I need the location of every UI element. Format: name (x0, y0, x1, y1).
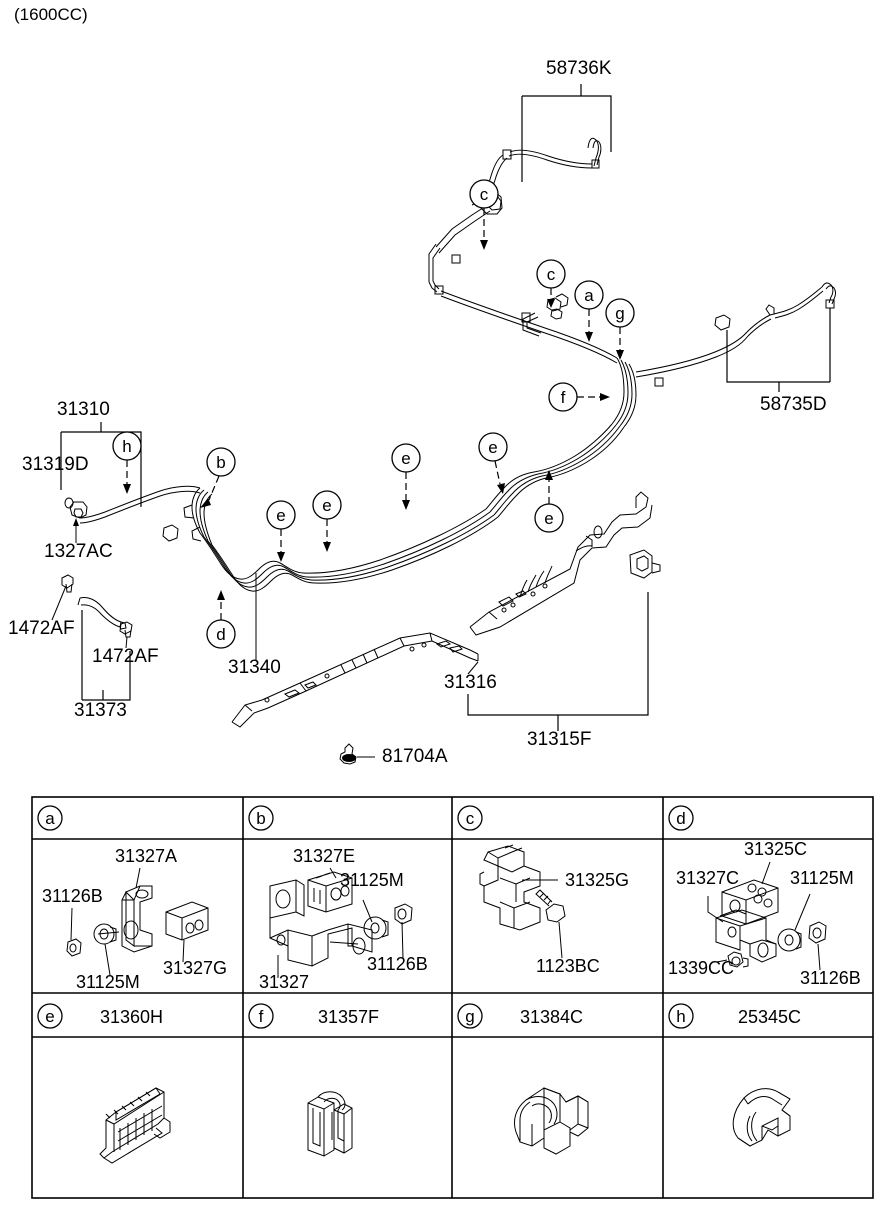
part-label-31327: 31327 (259, 972, 309, 992)
callout-label-e: e (401, 449, 410, 468)
part-label-1123bc: 1123BC (536, 956, 600, 976)
engine-spec-title: (1600CC) (14, 5, 88, 24)
part-label-31125m-a: 31125M (76, 972, 140, 992)
group-31373-bracket (81, 610, 131, 701)
group-31310-bracket (60, 422, 142, 507)
callout-label-c: c (480, 185, 489, 204)
group-58736k (428, 84, 612, 295)
part-label-31126b-d: 31126B (800, 968, 861, 988)
part-label-31310: 31310 (57, 399, 110, 420)
cell-c-labels: 31325G 1123BC (536, 870, 629, 976)
part-label-31319d: 31319D (22, 454, 89, 475)
cell-key-f: f (259, 1007, 264, 1026)
part-label-31316: 31316 (444, 672, 497, 693)
table-cell-b-header: b (248, 805, 274, 831)
callout-label-e: e (544, 509, 553, 528)
detail-table: a b c d (31, 796, 874, 1199)
cell-key-c: c (466, 809, 475, 828)
table-cell-c-header: c (457, 805, 483, 831)
part-label-31357f: 31357F (318, 1007, 379, 1027)
main-part-labels: 58736K 58735D 31310 31319D 1327AC 1472AF… (8, 58, 827, 767)
table-cell-d-header: d (668, 805, 694, 831)
part-label-58736k: 58736K (546, 58, 612, 79)
cell-key-g: g (465, 1007, 474, 1026)
cell-a-illustration (66, 867, 209, 976)
cell-a-labels: 31327A 31126B 31125M 31327G (42, 846, 227, 992)
callout-label-e: e (322, 496, 331, 515)
part-label-31327c: 31327C (676, 868, 739, 888)
part-label-31327a: 31327A (115, 846, 177, 866)
part-label-1472af-lower: 1472AF (92, 646, 159, 667)
part-label-31325c: 31325C (744, 839, 807, 859)
part-label-1472af-upper: 1472AF (8, 618, 75, 639)
part-label-31325g: 31325G (565, 870, 629, 890)
table-cell-e-header: e 31360H (37, 1003, 163, 1029)
part-label-1339cc: 1339CC (668, 958, 734, 978)
callout-label-g: g (615, 304, 624, 323)
cell-d-illustration (707, 861, 827, 971)
cell-key-h: h (676, 1007, 685, 1026)
cell-key-a: a (45, 809, 55, 828)
callout-label-h: h (122, 437, 131, 456)
part-label-31340: 31340 (228, 657, 281, 678)
table-cell-g-header: g 31384C (457, 1003, 583, 1029)
part-label-31125m-b: 31125M (340, 870, 404, 890)
group-crossmembers (231, 491, 661, 765)
cell-c-illustration (479, 844, 566, 959)
part-label-58735d: 58735D (760, 394, 827, 415)
cell-b-labels: 31327E 31125M 31327 31126B (259, 846, 428, 992)
group-main-fuel-lines (61, 290, 749, 638)
part-label-31373: 31373 (74, 700, 127, 721)
table-cell-h-header: h 25345C (668, 1003, 801, 1029)
cell-key-e: e (45, 1007, 54, 1026)
part-label-31315f: 31315F (527, 729, 591, 750)
callout-label-a: a (584, 286, 594, 305)
cell-h-illustration (732, 1088, 791, 1147)
cell-b-illustration (269, 867, 413, 978)
part-label-31384c: 31384C (520, 1007, 583, 1027)
callout-label-c: c (547, 265, 556, 284)
part-label-31327e: 31327E (293, 846, 355, 866)
callout-label-b: b (216, 453, 225, 472)
table-cell-f-header: f 31357F (248, 1003, 379, 1029)
table-cell-a-header: a (37, 805, 63, 831)
part-label-31126b-b: 31126B (367, 954, 428, 974)
part-label-1327ac: 1327AC (44, 541, 113, 562)
part-label-31126b-a: 31126B (42, 886, 103, 906)
cell-d-labels: 31325C 31327C 31125M 1339CC 31126B (668, 839, 861, 988)
part-label-81704a: 81704A (382, 746, 448, 767)
callout-label-e: e (276, 506, 285, 525)
part-label-31125m-d: 31125M (790, 868, 854, 888)
leader-lines (51, 518, 649, 758)
callout-markers: c c a g f h b e (112, 179, 635, 649)
cell-g-illustration (513, 1087, 589, 1155)
part-label-25345c: 25345C (738, 1007, 801, 1027)
group-58735d (714, 282, 836, 392)
callout-label-f: f (561, 388, 566, 407)
part-label-31327g: 31327G (163, 958, 227, 978)
callout-label-e: e (488, 438, 497, 457)
cell-key-b: b (256, 809, 265, 828)
part-label-31360h: 31360H (100, 1007, 163, 1027)
cell-f-illustration (307, 1091, 353, 1157)
cell-e-illustration (99, 1087, 171, 1164)
callout-label-d: d (216, 625, 225, 644)
cell-key-d: d (676, 809, 685, 828)
